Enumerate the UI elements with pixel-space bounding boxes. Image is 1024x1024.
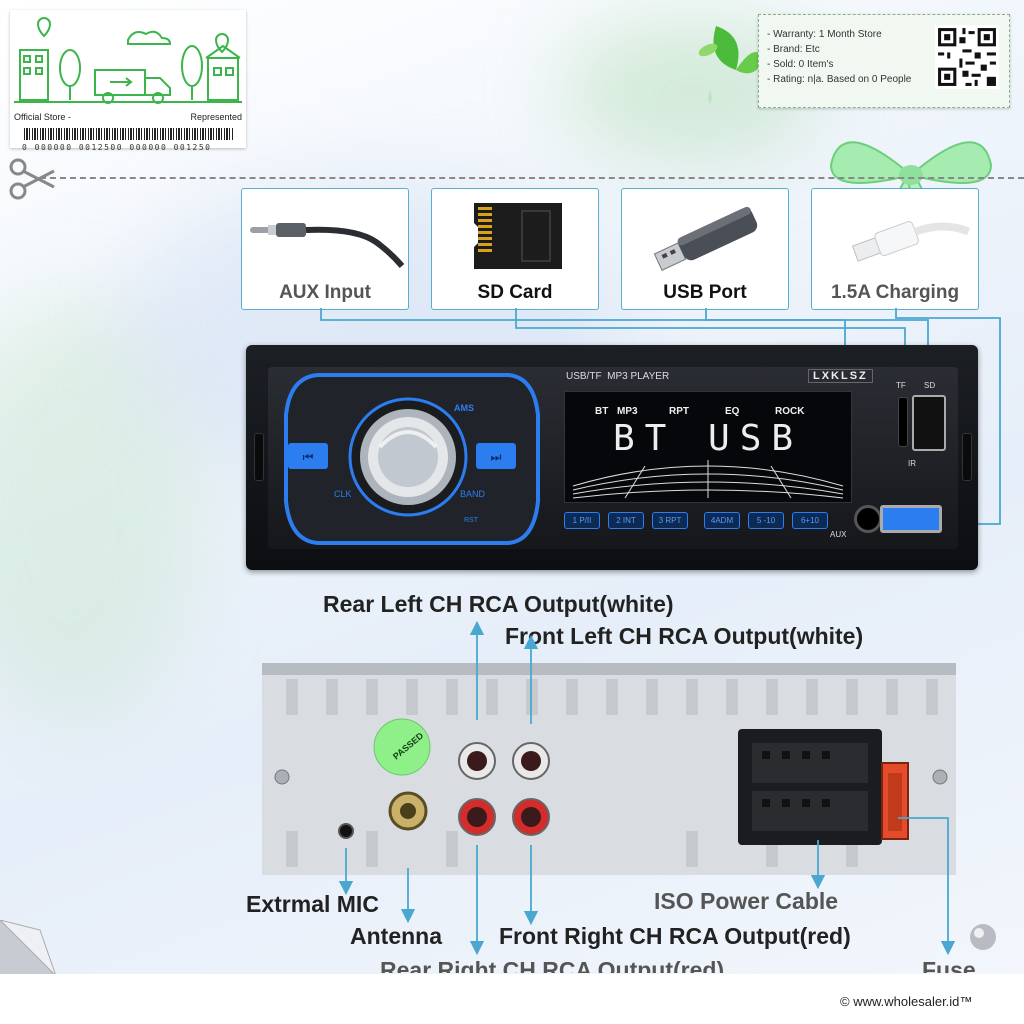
- cut-line: [40, 177, 1024, 179]
- scissors-icon: [9, 158, 55, 200]
- aux-label: AUX: [830, 530, 847, 539]
- ir-label: IR: [908, 459, 916, 468]
- radio-header: USB/TF MP3 PLAYER: [566, 371, 670, 382]
- store-right-label: Represented: [190, 112, 242, 122]
- leaf-icon: [698, 26, 764, 104]
- lcd-main-text: BT USB: [613, 418, 804, 459]
- port-label-charging: 1.5A Charging: [830, 282, 960, 303]
- knob-label-ams: AMS: [454, 403, 474, 413]
- sd-card-icon: [474, 203, 562, 269]
- label-rear-right: Rear Right CH RCA Output(red): [380, 957, 725, 973]
- info-warranty: - Warranty: 1 Month Store: [767, 29, 882, 40]
- label-front-left: Front Left CH RCA Output(white): [505, 623, 864, 649]
- port-label-sd: SD Card: [477, 282, 553, 303]
- charging-usb-port[interactable]: [880, 505, 942, 533]
- lcd-indicator-bt: BT: [595, 406, 609, 417]
- info-rating: - Rating: n|a. Based on 0 People: [767, 74, 912, 85]
- lcd-spectrum: [572, 460, 844, 499]
- preset-button-6[interactable]: 6+10: [792, 512, 828, 529]
- port-card-sd: SD Card: [431, 188, 599, 310]
- back-chassis: [262, 663, 956, 875]
- port-label-usb: USB Port: [663, 282, 747, 303]
- radio-left-latch: [254, 433, 264, 481]
- faceplate: ⏮ ⏭ AMS CLK BAND RST USB/TF MP3 PLAYER L…: [268, 367, 958, 549]
- lcd-indicator-rock: ROCK: [775, 406, 805, 417]
- svg-text:⏭: ⏭: [491, 450, 502, 464]
- label-fuse: Fuse: [922, 957, 976, 973]
- barcode-number: 0 000000 0012500 000000 001250: [22, 143, 212, 152]
- info-sold: - Sold: 0 Item's: [767, 59, 834, 70]
- silver-pin-icon: [970, 924, 996, 950]
- label-rear-left: Rear Left CH RCA Output(white): [323, 591, 674, 617]
- port-card-usb: USB Port: [621, 188, 789, 310]
- knob-label-band: BAND: [460, 489, 486, 499]
- radio-brand: LXKLSZ: [808, 369, 873, 383]
- svg-text:⏮: ⏮: [303, 450, 314, 464]
- knob-label-clk: CLK: [334, 489, 352, 499]
- preset-button-5[interactable]: 5 -10: [748, 512, 784, 529]
- preset-button-4[interactable]: 4ADM: [704, 512, 740, 529]
- aux-jack[interactable]: [854, 505, 882, 533]
- port-card-aux: AUX Input: [241, 188, 409, 310]
- port-card-charging: 1.5A Charging: [811, 188, 979, 310]
- store-left-label: Official Store -: [14, 112, 71, 122]
- lcd-indicator-eq: EQ: [725, 406, 740, 417]
- label-ext-mic: Extrmal MIC: [246, 891, 379, 917]
- product-info-box: - Warranty: 1 Month Store - Brand: Etc -…: [758, 14, 1010, 108]
- footer-copyright: © www.wholesaler.id™: [840, 994, 973, 1009]
- port-label-aux: AUX Input: [279, 282, 371, 303]
- store-labels: Official Store - Represented: [10, 110, 246, 126]
- knob-label-rst: RST: [464, 517, 478, 524]
- tf-card-slot[interactable]: [898, 397, 908, 447]
- label-front-right: Front Right CH RCA Output(red): [499, 923, 851, 949]
- bottom-strip: [0, 974, 1024, 1024]
- preset-button-2[interactable]: 2 INT: [608, 512, 644, 529]
- car-radio-back: PASSED: [262, 663, 956, 875]
- tf-label: TF: [896, 381, 906, 390]
- info-list: - Warranty: 1 Month Store - Brand: Etc -…: [767, 27, 911, 87]
- preset-buttons: 1 P/II 2 INT 3 RPT 4ADM 5 -10 6+10: [564, 512, 864, 530]
- delivery-town-icon: [14, 17, 242, 104]
- usb-slot[interactable]: [912, 395, 946, 451]
- usb-cable-icon: [851, 221, 971, 262]
- control-panel: ⏮ ⏭: [284, 373, 540, 545]
- radio-right-latch: [962, 433, 972, 481]
- lcd-display: BT MP3 RPT EQ ROCK BT USB: [564, 391, 852, 503]
- label-iso-power: ISO Power Cable: [654, 888, 839, 914]
- preset-button-3[interactable]: 3 RPT: [652, 512, 688, 529]
- car-radio-front: ⏮ ⏭ AMS CLK BAND RST USB/TF MP3 PLAYER L…: [246, 345, 978, 570]
- sd-label: SD: [924, 381, 936, 390]
- preset-button-1[interactable]: 1 P/II: [564, 512, 600, 529]
- barcode: [24, 128, 234, 140]
- info-brand: - Brand: Etc: [767, 44, 820, 55]
- connection-arrows: [338, 620, 956, 956]
- lcd-indicator-mp3: MP3: [617, 406, 638, 417]
- label-antenna: Antenna: [350, 923, 442, 949]
- usb-stick-icon: [653, 206, 758, 271]
- qr-code-icon: [935, 25, 999, 89]
- store-card: Official Store - Represented 0 000000 00…: [10, 10, 246, 152]
- page-curl-icon: [0, 920, 56, 976]
- aux-cable-icon: [250, 223, 405, 268]
- lcd-indicator-rpt: RPT: [669, 406, 689, 417]
